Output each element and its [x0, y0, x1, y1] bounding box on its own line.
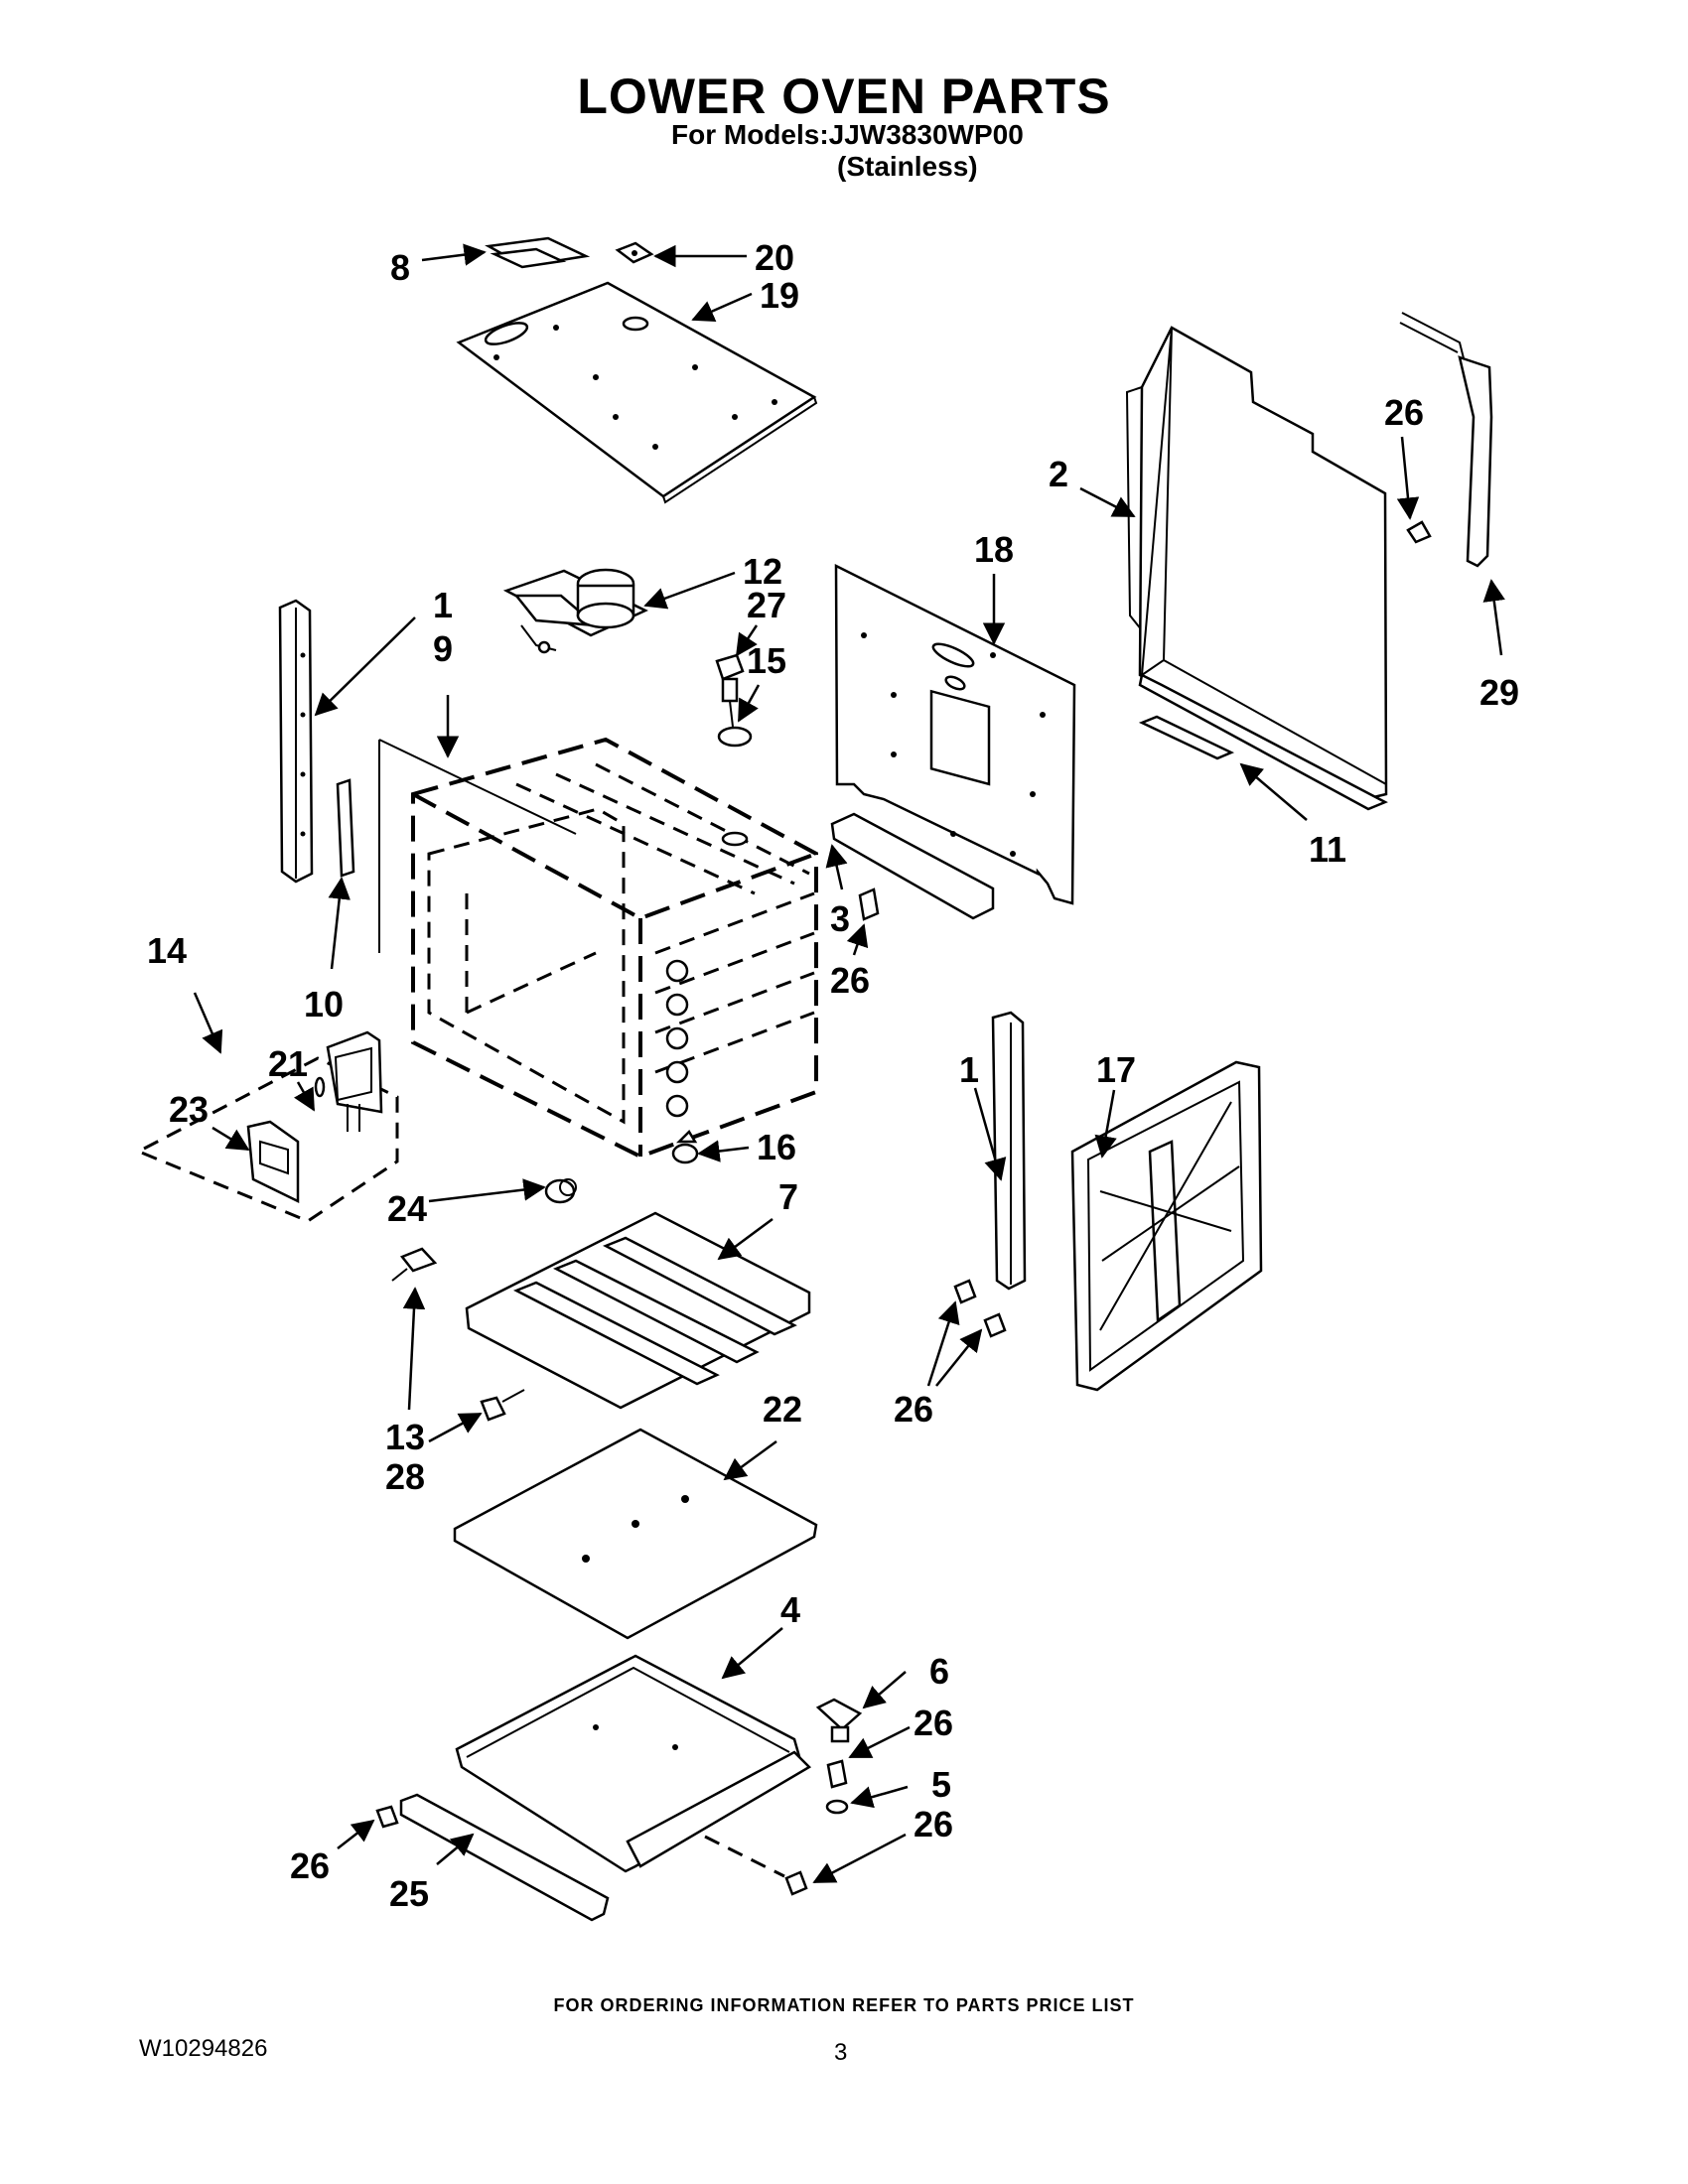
part-3-rail — [830, 812, 995, 920]
callout-9: 9 — [433, 628, 453, 669]
callout-12: 12 — [743, 551, 782, 592]
part-18-rear-panel — [834, 563, 1076, 905]
callout-3: 3 — [830, 898, 850, 939]
callout-8: 8 — [390, 247, 410, 288]
callout-1-b: 1 — [959, 1049, 979, 1090]
callout-24: 24 — [387, 1188, 427, 1229]
part-27-screw — [715, 653, 745, 703]
part-6-bracket — [815, 1698, 863, 1743]
callout-5: 5 — [931, 1764, 951, 1805]
part-20-plate — [615, 241, 654, 264]
callout-2: 2 — [1049, 454, 1068, 494]
callout-26-d: 26 — [914, 1703, 953, 1743]
part-12-motor-assembly — [502, 568, 648, 654]
callout-21: 21 — [268, 1043, 308, 1084]
part-16-knob — [671, 1129, 699, 1164]
part-14-door-lock-group — [135, 1030, 399, 1223]
callout-23: 23 — [169, 1089, 209, 1130]
callout-28: 28 — [385, 1456, 425, 1497]
part-17-door-frame — [1070, 1060, 1263, 1392]
leader-lines — [193, 243, 1505, 1884]
callout-11: 11 — [1309, 829, 1346, 870]
callout-22: 22 — [763, 1389, 802, 1430]
part-4-lower-frame — [455, 1654, 812, 1873]
part-1-left-rail — [278, 599, 314, 884]
callout-1-a: 1 — [433, 585, 453, 625]
callout-26-e: 26 — [914, 1804, 953, 1844]
callout-25: 25 — [389, 1873, 429, 1914]
callout-27: 27 — [747, 585, 786, 625]
part-15-sensor — [717, 700, 753, 748]
callout-20: 20 — [755, 237, 794, 278]
ordering-note: FOR ORDERING INFORMATION REFER TO PARTS … — [553, 1995, 1135, 2015]
part-22-bottom-panel — [453, 1428, 818, 1640]
callout-19: 19 — [760, 275, 799, 316]
part-29-trim-strip — [1399, 312, 1493, 568]
callout-26-b: 26 — [830, 960, 870, 1001]
part-24-knob — [544, 1178, 577, 1204]
callout-17: 17 — [1096, 1049, 1136, 1090]
callout-14: 14 — [147, 930, 187, 971]
callout-26-f: 26 — [290, 1845, 330, 1886]
part-7-bake-tray — [465, 1211, 811, 1410]
part-19-top-panel — [456, 281, 818, 504]
callout-26-c: 26 — [894, 1389, 933, 1430]
part-28-screw — [480, 1389, 525, 1422]
callout-13: 13 — [385, 1417, 425, 1457]
document-number: W10294826 — [139, 2035, 268, 2062]
callout-15: 15 — [747, 640, 786, 681]
part-1-right-rail — [991, 1011, 1027, 1291]
part-10-strip — [336, 778, 355, 878]
callout-16: 16 — [757, 1127, 796, 1167]
callout-26-a: 26 — [1384, 392, 1424, 433]
callout-4: 4 — [780, 1589, 800, 1630]
part-13-switch — [391, 1247, 438, 1282]
callout-10: 10 — [304, 984, 344, 1024]
part-2-oven-wrapper — [1125, 326, 1388, 811]
model-line: For Models:JJW3830WP00 — [671, 119, 1024, 150]
part-25-trim — [399, 1793, 610, 1922]
callout-7: 7 — [778, 1176, 798, 1217]
part-11-bar — [1138, 715, 1235, 760]
part-8-bracket — [485, 236, 591, 269]
part-5-washer — [825, 1799, 849, 1815]
callout-6: 6 — [929, 1651, 949, 1692]
page-number: 3 — [834, 2039, 848, 2066]
finish-line: (Stainless) — [837, 151, 978, 182]
part-9-oven-cavity — [378, 737, 818, 1160]
callout-29: 29 — [1479, 672, 1519, 713]
callout-18: 18 — [974, 529, 1014, 570]
page-title: LOWER OVEN PARTS — [577, 68, 1111, 124]
screw-26-set — [375, 520, 1432, 1896]
